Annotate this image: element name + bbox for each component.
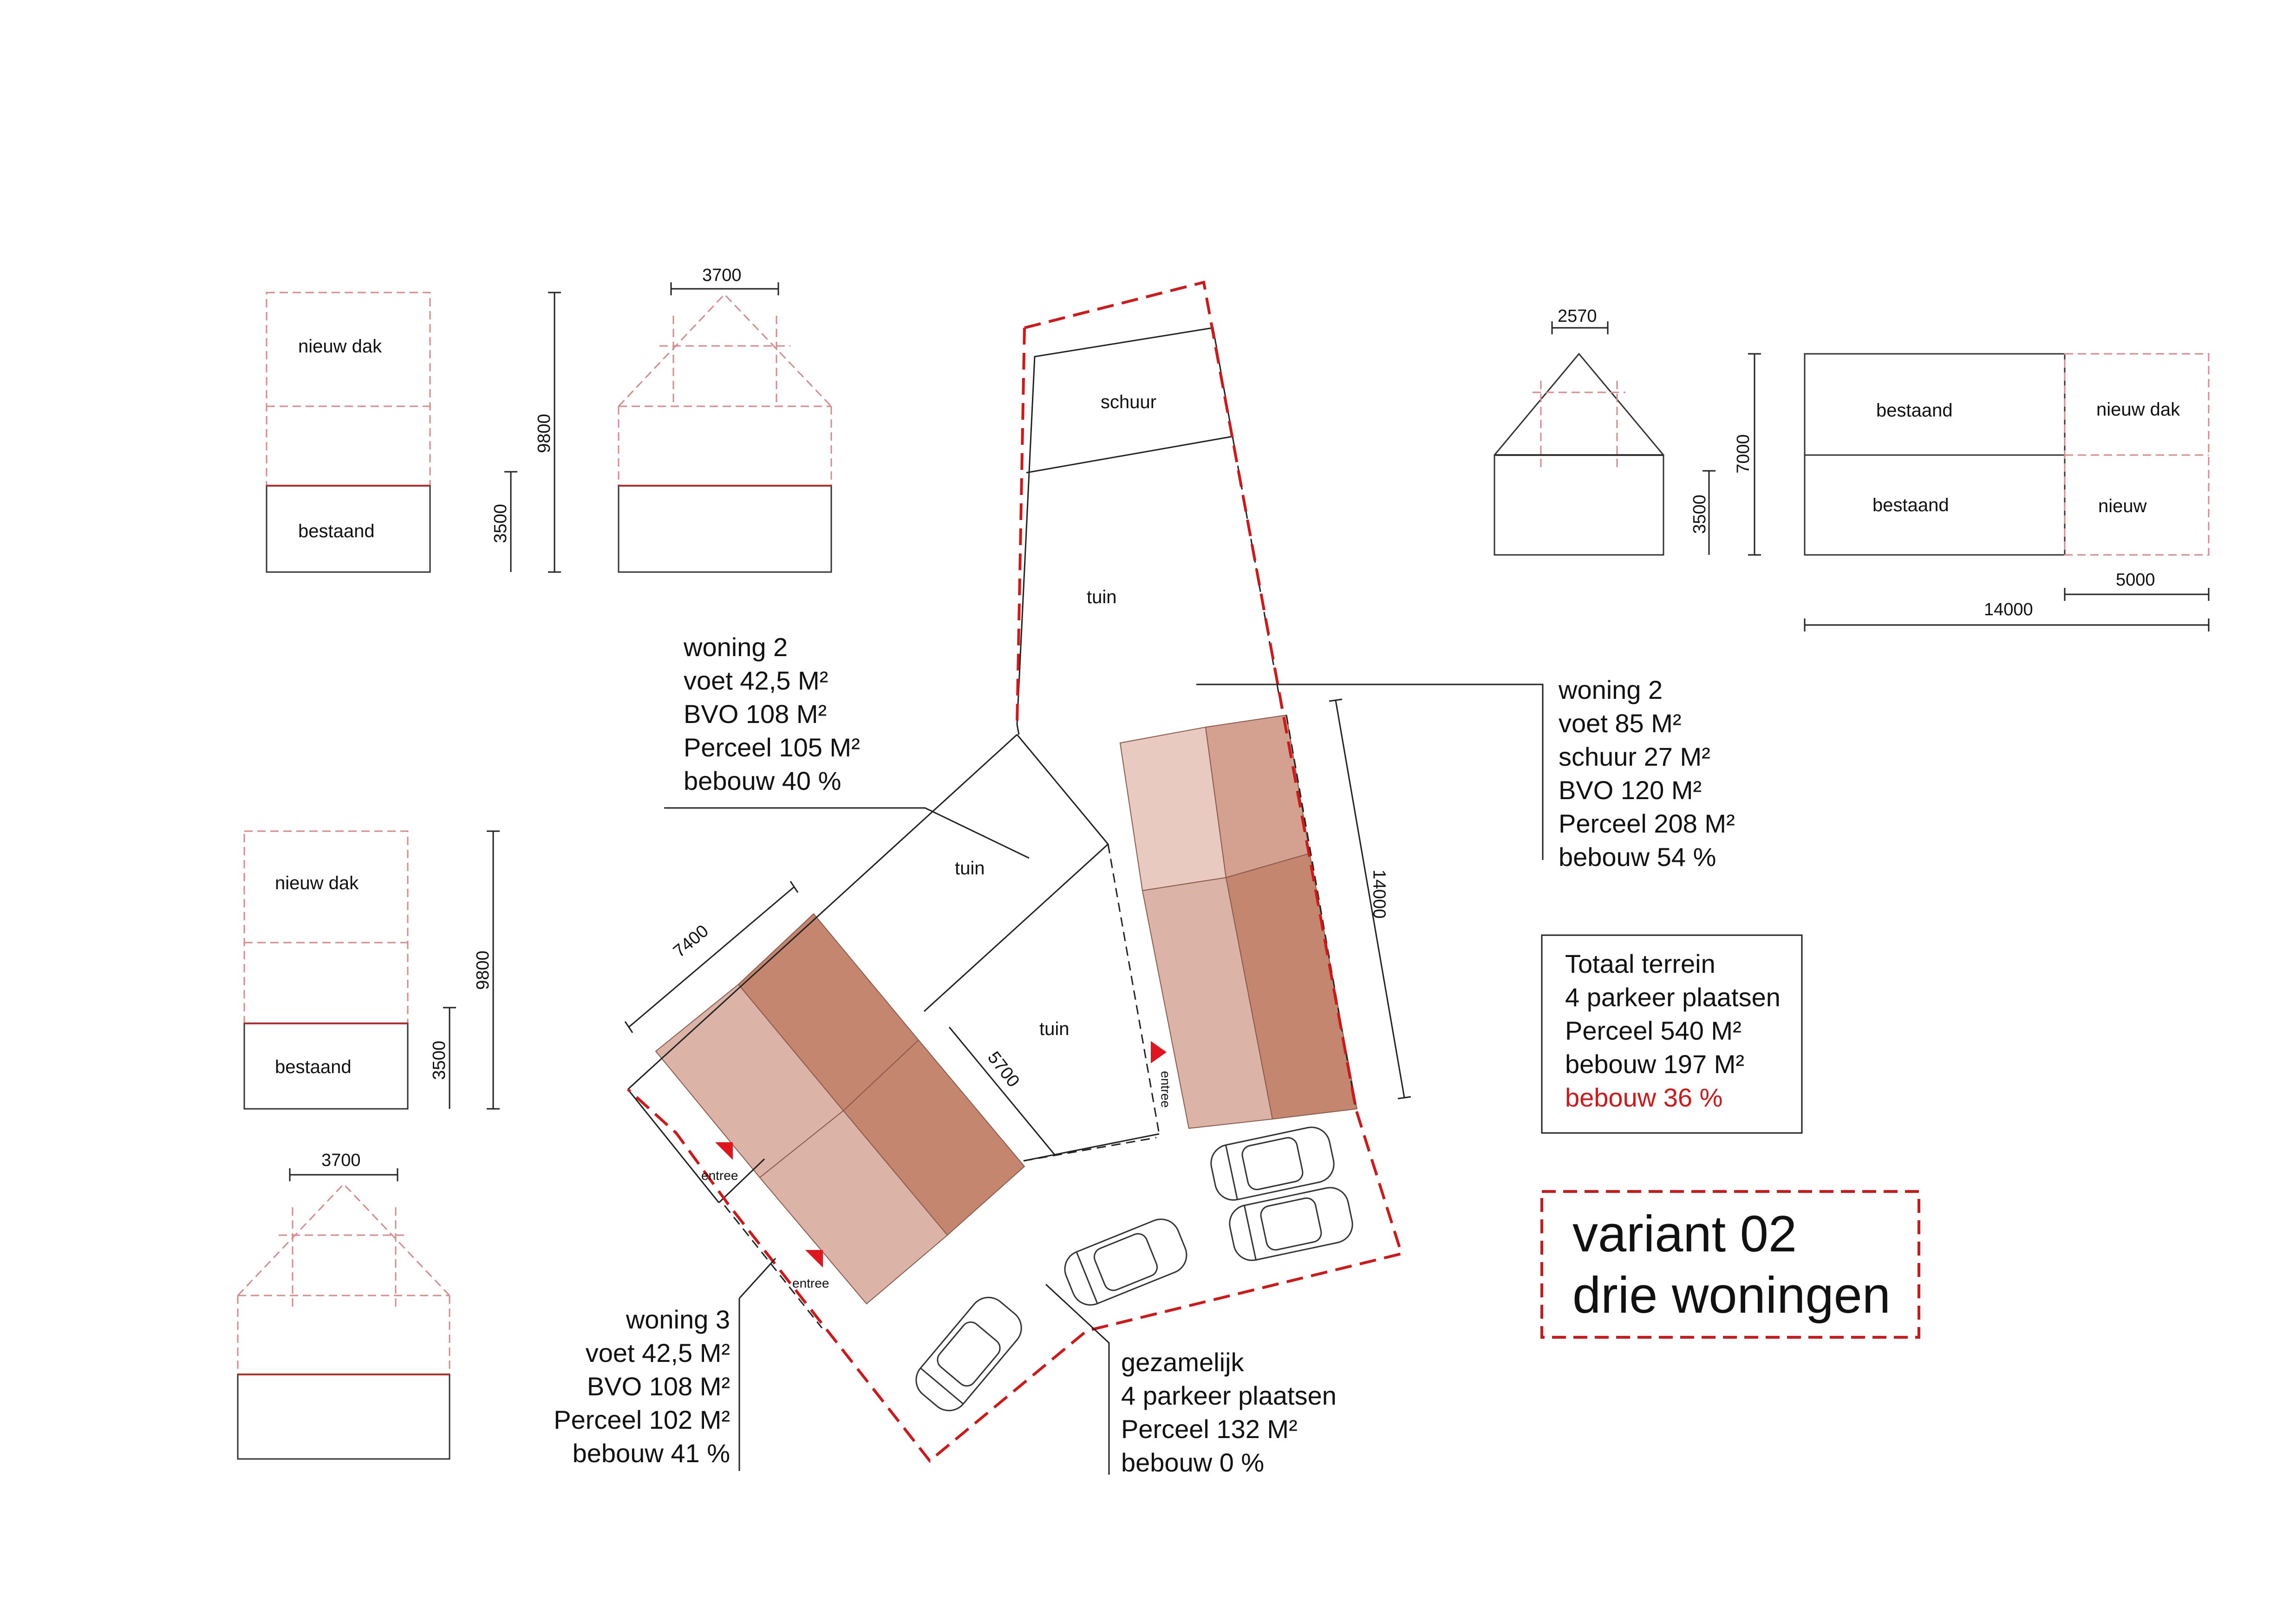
elev-bl-upper-label: nieuw dak: [275, 873, 359, 893]
site-boundary: [626, 280, 1403, 1463]
elevation-bottom-left-gable: [237, 1168, 450, 1460]
dim-tr-extension: 5000: [2116, 570, 2155, 590]
plot-boundaries: [627, 327, 1357, 1328]
elev-bl-lower-label: bestaand: [275, 1057, 352, 1077]
elevation-top-left-front: [266, 292, 431, 573]
totaal-box: [1541, 934, 1803, 1134]
elev-tr-upper-right: nieuw dak: [2096, 399, 2180, 420]
dim-tr-lower: 3500: [1689, 495, 1709, 534]
entree-markers: [715, 1041, 1167, 1268]
elev-tl-lower-label: bestaand: [298, 521, 375, 541]
tuin-label-2: tuin: [955, 858, 985, 879]
dim-tr-total: 7000: [1733, 434, 1753, 474]
woning-right-info: woning 2 voet 85 M² schuur 27 M² BVO 120…: [1559, 675, 1735, 872]
dim-bl-lower: 3500: [429, 1041, 449, 1080]
title-box: [1540, 1190, 1920, 1339]
houses-left-cluster: [655, 913, 1025, 1305]
elevation-top-right-gable: [1494, 321, 1664, 556]
elev-tl-upper-label: nieuw dak: [298, 336, 382, 357]
site-dimensions: [624, 698, 1411, 1156]
woning-left-info: woning 2 voet 42,5 M² BVO 108 M² Perceel…: [684, 632, 860, 795]
dim-tl-gable: 3700: [702, 266, 742, 285]
houses-right-cluster: [1119, 714, 1358, 1129]
dimension-top-left-vertical: [504, 292, 561, 573]
annotation-leaders: [664, 684, 1544, 1475]
gezamelijk-info: gezamelijk 4 parkeer plaatsen Perceel 13…: [1121, 1348, 1337, 1477]
dim-tr-length: 14000: [1984, 600, 2033, 619]
dim-bl-gable: 3700: [321, 1151, 361, 1170]
dim-tr-gable: 2570: [1558, 306, 1597, 326]
variant-title: variant 02 drie woningen: [1572, 1205, 1891, 1324]
dimension-bottom-left-vertical: [443, 830, 500, 1110]
elevation-bottom-left-front: [243, 830, 409, 1110]
totaal-info: Totaal terrein 4 parkeer plaatsen Percee…: [1565, 947, 1781, 1114]
dim-tl-total: 9800: [534, 414, 554, 453]
parked-cars: [915, 1126, 1353, 1412]
dim-bl-total: 9800: [473, 950, 493, 990]
tuin-label-3: tuin: [1039, 1019, 1070, 1039]
elev-tr-upper-left: bestaand: [1876, 400, 1953, 421]
elev-tr-lower-right: nieuw: [2098, 496, 2147, 516]
elevation-top-left-gable: [618, 282, 832, 573]
entree-label-1: entree: [701, 1168, 738, 1183]
elev-tr-lower-left: bestaand: [1872, 495, 1949, 515]
elevation-top-right-side: [1804, 353, 2210, 631]
entree-label-3: entree: [1158, 1071, 1173, 1108]
entree-label-2: entree: [792, 1276, 829, 1290]
totaal-highlight: bebouw 36 %: [1565, 1083, 1723, 1112]
woning-3-info: woning 3 voet 42,5 M² BVO 108 M² Perceel…: [554, 1305, 730, 1468]
dimension-top-right-vertical: [1702, 353, 1761, 556]
tuin-label-1: tuin: [1087, 587, 1117, 607]
dim-tl-lower: 3500: [490, 504, 510, 543]
schuur-label: schuur: [1101, 392, 1157, 412]
dim-right-block-length: 14000: [1369, 869, 1389, 919]
